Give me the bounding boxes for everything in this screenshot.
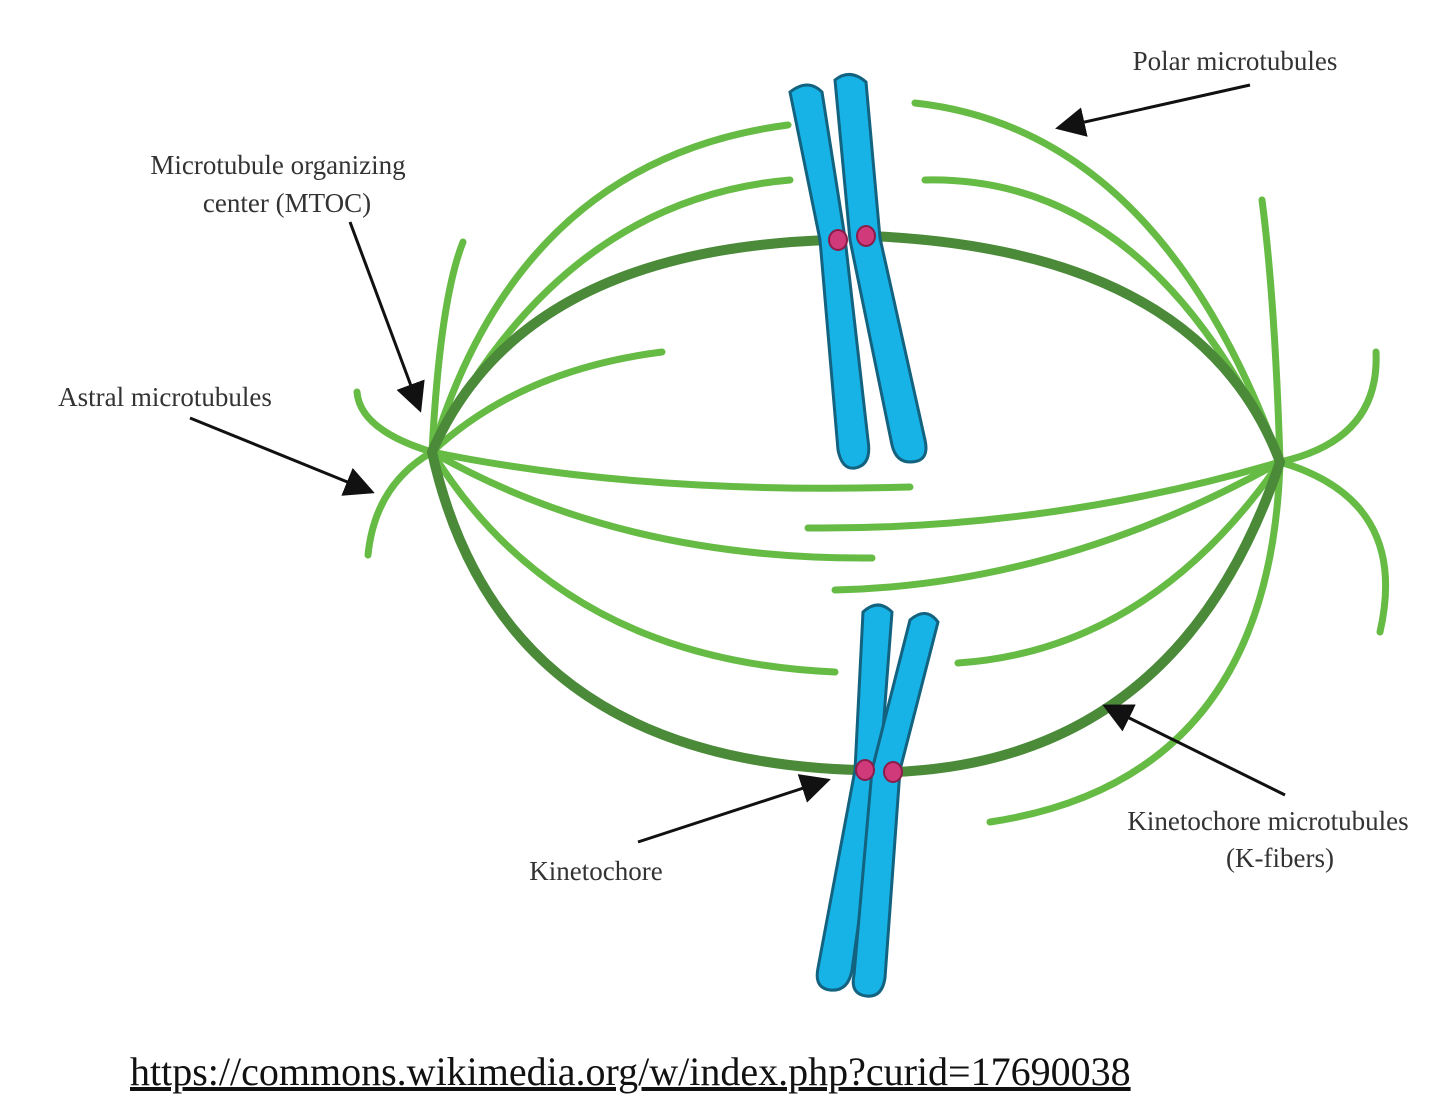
kinetochore-dot bbox=[828, 229, 848, 251]
source-link[interactable]: https://commons.wikimedia.org/w/index.ph… bbox=[130, 1049, 1131, 1094]
arrow-kinetochore bbox=[637, 774, 831, 844]
k-fiber-top-right bbox=[865, 231, 1285, 467]
astral-mt bbox=[364, 448, 436, 559]
labels: Polar microtubules Microtubule organizin… bbox=[58, 46, 1408, 886]
label-mtoc-line1: Microtubule organizing bbox=[150, 150, 405, 180]
label-polar-microtubules: Polar microtubules bbox=[1133, 46, 1338, 76]
kinetochore-microtubules bbox=[427, 231, 1285, 777]
astral-microtubules-right bbox=[1258, 196, 1390, 636]
polar-mt bbox=[911, 99, 1284, 466]
polar-mt bbox=[921, 176, 1284, 466]
chromatid bbox=[833, 73, 928, 464]
kinetochore-dot bbox=[883, 761, 903, 783]
polar-mt bbox=[428, 448, 839, 676]
label-astral-microtubules: Astral microtubules bbox=[58, 382, 272, 412]
arrow-polar bbox=[1055, 83, 1251, 137]
astral-mt bbox=[353, 388, 436, 456]
pointer-arrows bbox=[189, 83, 1286, 844]
astral-mt bbox=[1276, 458, 1390, 636]
polar-mt bbox=[428, 448, 876, 562]
label-kinetochore-microtubules-line1: Kinetochore microtubules bbox=[1127, 806, 1408, 836]
polar-mt bbox=[804, 458, 1284, 532]
chromosome-bottom bbox=[815, 603, 940, 998]
label-kinetochore-microtubules-line2: (K-fibers) bbox=[1226, 843, 1334, 873]
chromosome-top bbox=[788, 73, 928, 470]
chromatid bbox=[851, 612, 940, 998]
polar-mt bbox=[831, 458, 1284, 594]
arrow-astral bbox=[189, 416, 375, 496]
polar-mt bbox=[428, 348, 666, 456]
astral-mt bbox=[1276, 348, 1380, 466]
k-fiber-top-left bbox=[427, 235, 835, 457]
polar-mt bbox=[986, 458, 1284, 826]
kinetochore-dot bbox=[856, 225, 876, 247]
polar-mt bbox=[954, 458, 1284, 667]
label-mtoc-line2: center (MTOC) bbox=[203, 188, 371, 218]
astral-mt bbox=[1258, 196, 1284, 466]
astral-mt bbox=[428, 238, 467, 456]
chromatid bbox=[815, 603, 894, 992]
polar-mt bbox=[428, 448, 914, 492]
astral-microtubules-left bbox=[353, 238, 467, 559]
arrow-k-fibers bbox=[1102, 704, 1286, 797]
k-fiber-bottom-left bbox=[427, 447, 863, 775]
k-fiber-bottom-right bbox=[890, 457, 1285, 777]
label-kinetochore: Kinetochore bbox=[529, 856, 662, 886]
arrow-mtoc bbox=[348, 221, 425, 413]
polar-mt bbox=[428, 121, 792, 456]
chromatid bbox=[788, 83, 871, 470]
kinetochore-dot bbox=[855, 759, 875, 781]
